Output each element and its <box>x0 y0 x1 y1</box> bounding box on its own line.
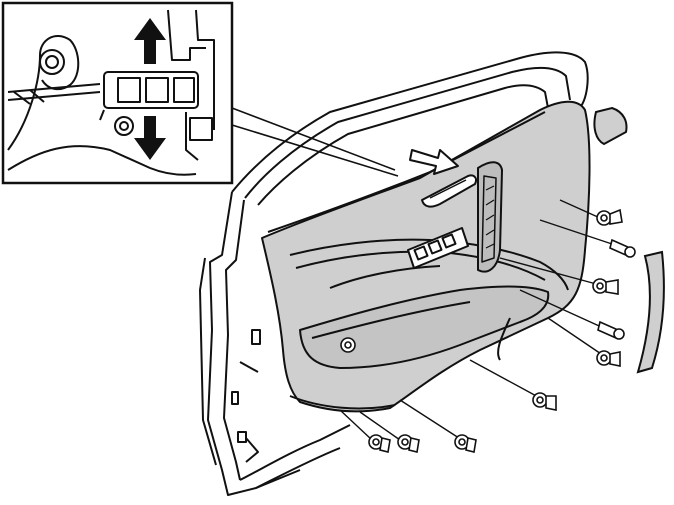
screw-icon <box>397 434 420 453</box>
door-trim-panel <box>261 100 591 413</box>
screw-icon <box>596 208 623 226</box>
down-arrow-icon <box>134 116 166 160</box>
screw-icon <box>592 278 619 295</box>
up-arrow-icon <box>134 18 166 64</box>
clip-icon <box>340 337 356 353</box>
screw-icon <box>597 320 625 340</box>
trim-cap-piece <box>593 106 628 146</box>
screw-group-right <box>368 208 636 453</box>
detail-callout-leader <box>231 107 399 177</box>
detail-inset <box>1 1 234 185</box>
screw-icon <box>368 434 391 453</box>
pull-direction-arrow-icon <box>409 149 459 175</box>
screw-icon <box>596 350 621 367</box>
screw-icon <box>532 392 557 411</box>
screw-icon <box>454 434 477 453</box>
screw-icon <box>609 238 636 258</box>
door-frame <box>199 51 589 496</box>
trim-strip-piece <box>636 250 665 374</box>
